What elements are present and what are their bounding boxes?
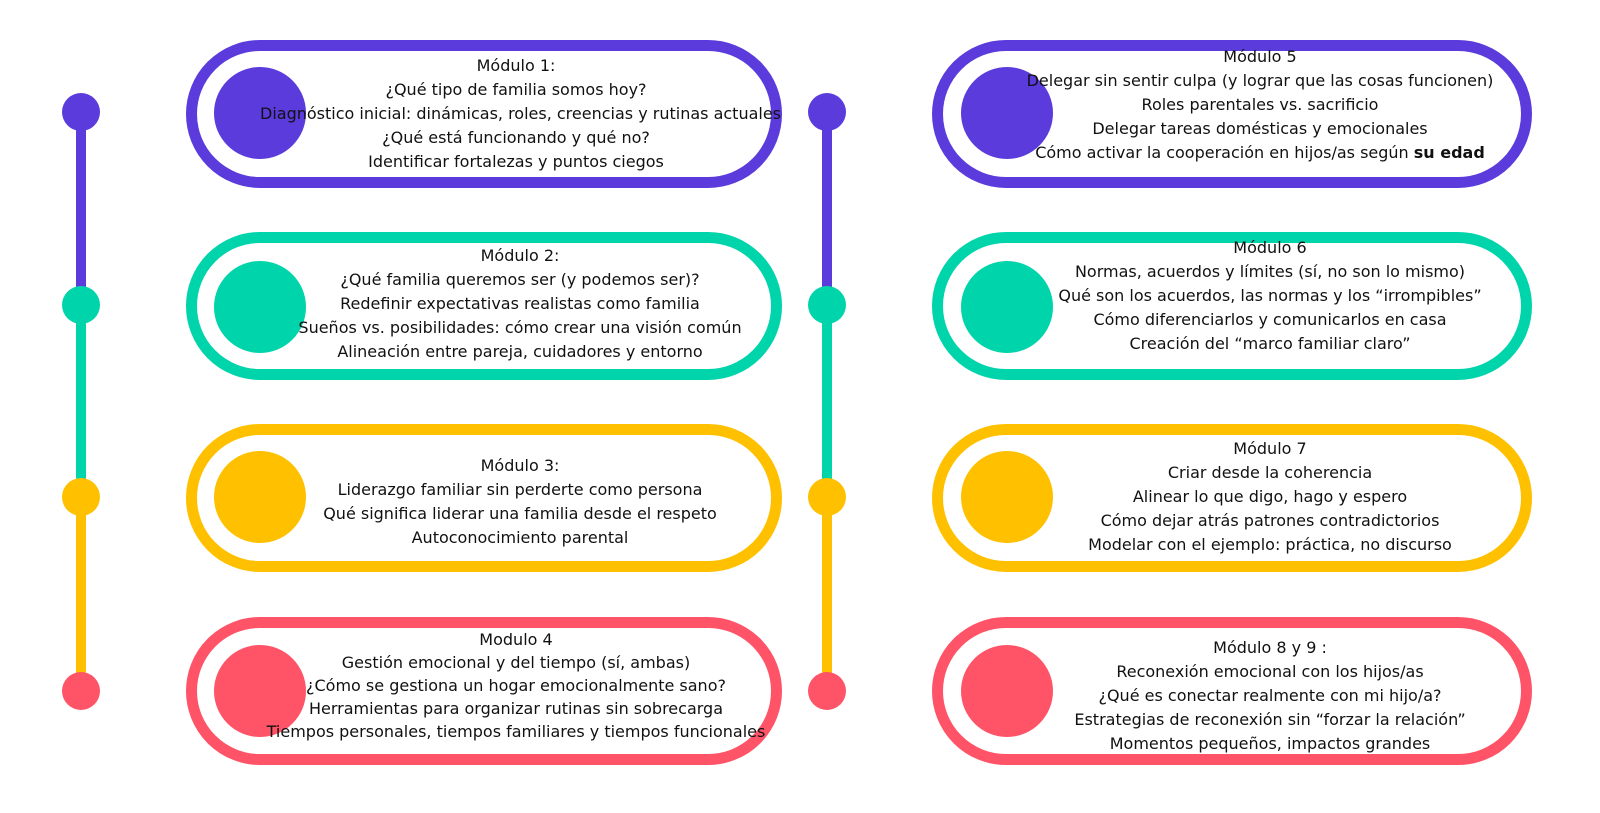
module-topic: Cómo activar la cooperación en hijos/as … xyxy=(1000,141,1520,165)
module-3-circle xyxy=(214,451,306,543)
module-4-text: Modulo 4 Gestión emocional y del tiempo … xyxy=(260,628,772,743)
module-topic: ¿Qué familia queremos ser (y podemos ser… xyxy=(340,270,700,289)
timeline-dot-purple xyxy=(808,93,846,131)
timeline-dot-teal xyxy=(62,286,100,324)
module-topic: Diagnóstico inicial: dinámicas, roles, c… xyxy=(260,104,782,123)
module-title: Modulo 4 xyxy=(479,630,553,649)
module-1-circle xyxy=(214,67,306,159)
module-topic: Sueños vs. posibilidades: cómo crear una… xyxy=(298,318,742,337)
module-topic: Modelar con el ejemplo: práctica, no dis… xyxy=(1088,535,1452,554)
module-8-9-text: Módulo 8 y 9 : Reconexión emocional con … xyxy=(1030,636,1510,756)
module-topic: Tiempos personales, tiempos familiares y… xyxy=(266,722,766,741)
module-5-card xyxy=(932,40,1532,188)
module-topic: Autoconocimiento parental xyxy=(411,528,629,547)
timeline-segment-teal xyxy=(76,305,86,500)
module-title: Módulo 8 y 9 : xyxy=(1213,638,1327,657)
module-topic: ¿Cómo se gestiona un hogar emocionalment… xyxy=(306,676,726,695)
module-topic: Delegar sin sentir culpa (y lograr que l… xyxy=(1026,71,1494,90)
module-topic-emphasis: su edad xyxy=(1413,143,1485,162)
module-topic: Roles parentales vs. sacrificio xyxy=(1141,95,1379,114)
module-6-text: Módulo 6 Normas, acuerdos y límites (sí,… xyxy=(1030,236,1510,356)
module-topic: Cómo diferenciarlos y comunicarlos en ca… xyxy=(1093,310,1447,329)
module-6-circle xyxy=(961,261,1053,353)
module-1-text: Módulo 1: ¿Qué tipo de familia somos hoy… xyxy=(260,54,782,174)
module-title: Módulo 2: xyxy=(480,246,560,265)
module-topic: ¿Qué es conectar realmente con mi hijo/a… xyxy=(1098,686,1442,705)
module-2-circle xyxy=(214,261,306,353)
module-topic: Estrategias de reconexión sin “forzar la… xyxy=(1074,710,1466,729)
timeline-dot-teal xyxy=(808,286,846,324)
module-topic: Cómo dejar atrás patrones contradictorio… xyxy=(1100,511,1440,530)
module-3-text: Módulo 3: Liderazgo familiar sin perdert… xyxy=(290,454,750,550)
module-topic: ¿Qué tipo de familia somos hoy? xyxy=(385,80,647,99)
module-7-circle xyxy=(961,451,1053,543)
module-topic: Normas, acuerdos y límites (sí, no son l… xyxy=(1074,262,1466,281)
timeline-dot-red xyxy=(808,672,846,710)
module-title: Módulo 6 xyxy=(1233,238,1307,257)
timeline-segment-yellow xyxy=(76,497,86,692)
module-topic: Qué significa liderar una familia desde … xyxy=(323,504,717,523)
timeline-segment-yellow xyxy=(822,497,832,692)
timeline-dot-yellow xyxy=(808,478,846,516)
module-topic: Delegar tareas domésticas y emocionales xyxy=(1092,119,1428,138)
module-8-9-circle xyxy=(961,645,1053,737)
module-title: Módulo 5 xyxy=(1223,47,1297,66)
module-7-card xyxy=(932,424,1532,572)
timeline-dot-yellow xyxy=(62,478,100,516)
module-title: Módulo 3: xyxy=(480,456,560,475)
module-topic: Qué son los acuerdos, las normas y los “… xyxy=(1058,286,1482,305)
module-2-text: Módulo 2: ¿Qué familia queremos ser (y p… xyxy=(290,244,750,364)
module-topic: Herramientas para organizar rutinas sin … xyxy=(308,699,724,718)
module-5-circle xyxy=(961,67,1053,159)
timeline-segment-purple xyxy=(822,110,832,308)
module-title: Módulo 7 xyxy=(1233,439,1307,458)
module-topic: Creación del “marco familiar claro” xyxy=(1129,334,1411,353)
module-topic: Criar desde la coherencia xyxy=(1167,463,1373,482)
module-topic: Liderazgo familiar sin perderte como per… xyxy=(337,480,703,499)
module-topic: Momentos pequeños, impactos grandes xyxy=(1109,734,1431,753)
module-topic: Reconexión emocional con los hijos/as xyxy=(1116,662,1424,681)
module-topic: ¿Qué está funcionando y qué no? xyxy=(382,128,650,147)
module-topic: Alineación entre pareja, cuidadores y en… xyxy=(337,342,703,361)
module-5-text: Módulo 5 Delegar sin sentir culpa (y log… xyxy=(1000,45,1520,165)
module-7-text: Módulo 7 Criar desde la coherencia Aline… xyxy=(1030,437,1510,557)
module-topic: Gestión emocional y del tiempo (sí, amba… xyxy=(341,653,691,672)
module-topic: Alinear lo que digo, hago y espero xyxy=(1132,487,1408,506)
timeline-dot-purple xyxy=(62,93,100,131)
timeline-segment-teal xyxy=(822,305,832,500)
module-topic: Identificar fortalezas y puntos ciegos xyxy=(368,152,664,171)
timeline-segment-purple xyxy=(76,110,86,308)
module-topic-prefix: Cómo activar la cooperación en hijos/as … xyxy=(1035,143,1414,162)
module-title: Módulo 1: xyxy=(476,56,556,75)
module-topic: Redefinir expectativas realistas como fa… xyxy=(340,294,700,313)
module-4-circle xyxy=(214,645,306,737)
timeline-dot-red xyxy=(62,672,100,710)
